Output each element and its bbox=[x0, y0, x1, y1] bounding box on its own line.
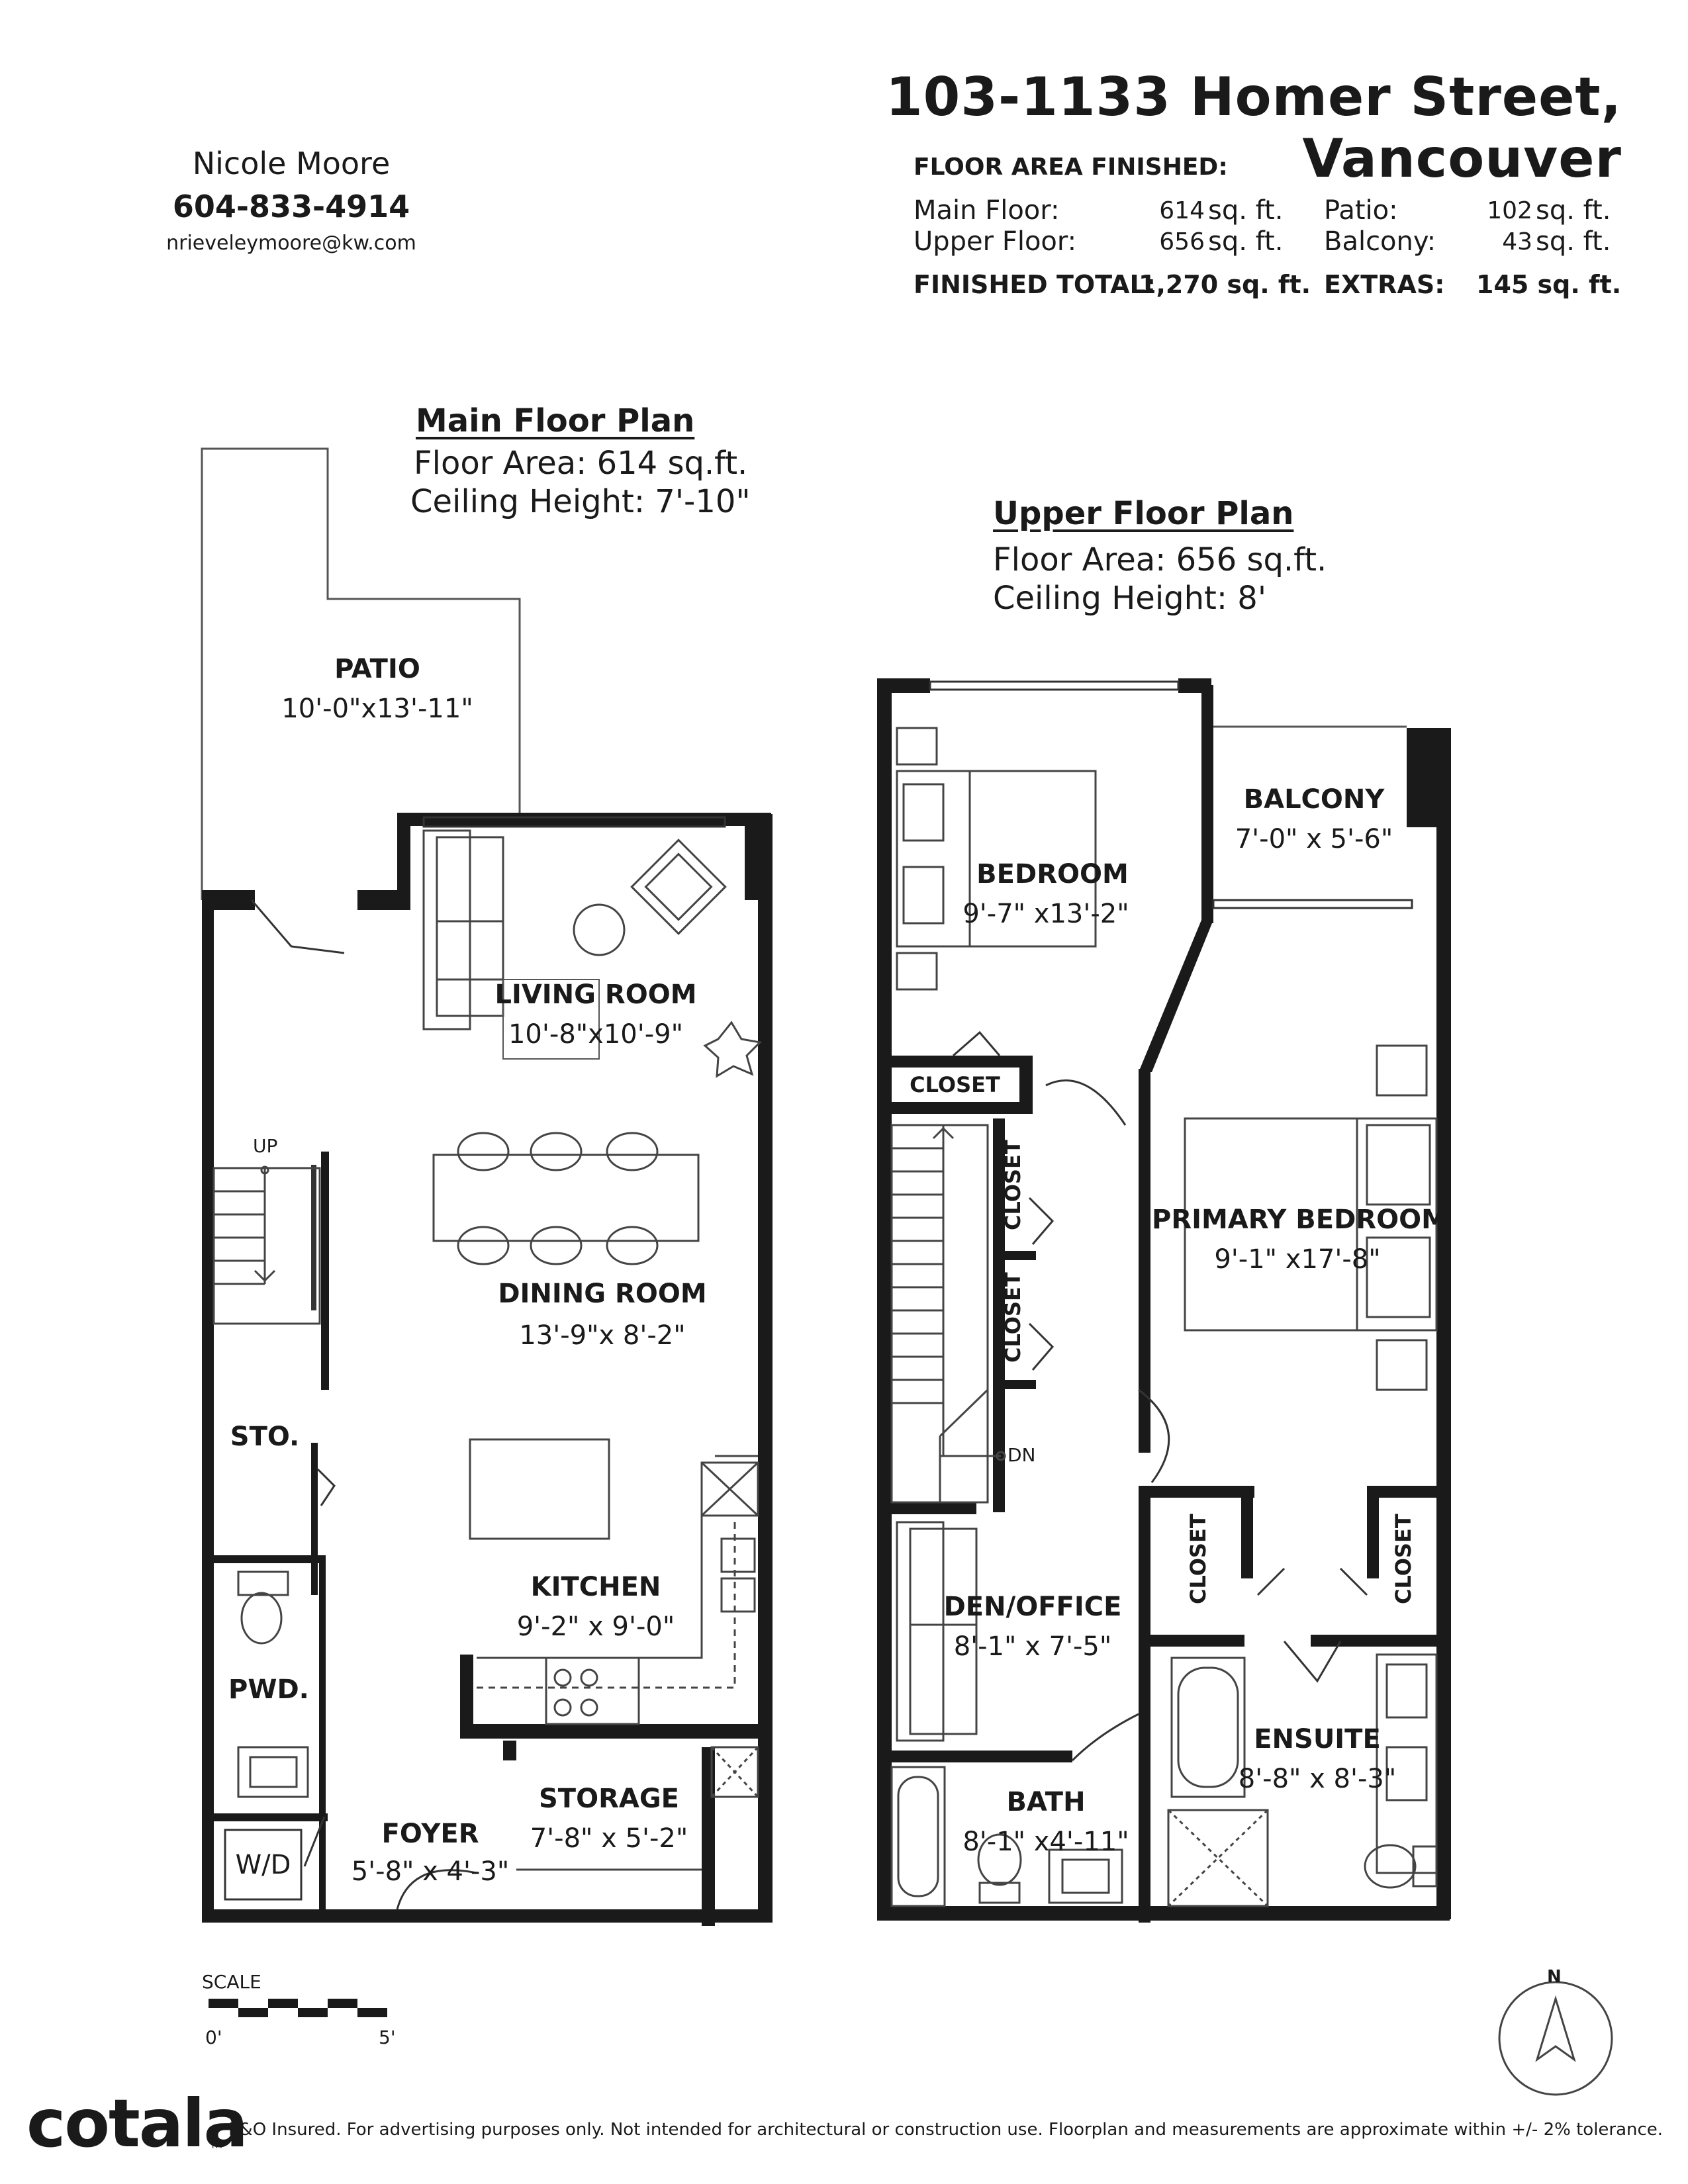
balcony-area-unit: sq. ft. bbox=[1536, 226, 1611, 257]
compass-north-label: N bbox=[1547, 1967, 1562, 1987]
upper-plan-area: Floor Area: 656 sq.ft. bbox=[993, 541, 1327, 578]
kitchen-dimensions: 9'-2" x 9'-0" bbox=[516, 1612, 675, 1642]
upper-stairs bbox=[890, 1124, 1006, 1504]
closet-label-hall-1: CLOSET bbox=[1000, 1140, 1025, 1230]
den-sofa-icon bbox=[896, 1521, 978, 1742]
dining-table-icon bbox=[432, 1132, 700, 1265]
plant-icon bbox=[703, 1021, 763, 1078]
main-floor-walls bbox=[202, 813, 773, 1926]
kitchen-label: KITCHEN bbox=[530, 1572, 661, 1602]
ensuite-dimensions: 8'-8" x 8'-3" bbox=[1238, 1764, 1397, 1794]
scale-label: SCALE bbox=[202, 1971, 261, 1993]
storage-label: STORAGE bbox=[538, 1784, 679, 1814]
agent-name: Nicole Moore bbox=[192, 146, 391, 181]
storage-dimensions: 7'-8" x 5'-2" bbox=[530, 1823, 688, 1854]
storage-small-label: STO. bbox=[230, 1422, 300, 1452]
foyer-dimensions: 5'-8" x 4'-3" bbox=[351, 1856, 510, 1887]
balcony-dimensions: 7'-0" x 5'-6" bbox=[1235, 824, 1393, 854]
dining-room-dimensions: 13'-9"x 8'-2" bbox=[519, 1320, 686, 1351]
floor-area-heading: FLOOR AREA FINISHED: bbox=[914, 154, 1228, 181]
logo-trademark: TM bbox=[211, 2141, 222, 2150]
living-room-label: LIVING ROOM bbox=[494, 979, 697, 1010]
bath-label: BATH bbox=[1006, 1787, 1086, 1817]
upper-floor-value: 656 bbox=[1159, 228, 1205, 255]
scale-start-label: 0' bbox=[205, 2026, 222, 2048]
coffee-table-icon bbox=[573, 903, 626, 956]
patio-area-unit: sq. ft. bbox=[1536, 195, 1611, 226]
main-doors bbox=[250, 899, 477, 1910]
primary-bedroom-dimensions: 9'-1" x17'-8" bbox=[1214, 1244, 1381, 1275]
compass-icon bbox=[1498, 1981, 1613, 2096]
closet-label-ensuite-right: CLOSET bbox=[1391, 1514, 1416, 1604]
agent-email: nrieveleymoore@kw.com bbox=[166, 232, 416, 255]
bath-dimensions: 8'-1" x4'-11" bbox=[962, 1827, 1129, 1857]
pwd-sink-icon bbox=[237, 1746, 309, 1798]
bath-fixtures bbox=[977, 1833, 1123, 1904]
primary-bed-icon bbox=[1184, 1044, 1438, 1391]
extras-label: EXTRAS: bbox=[1324, 270, 1445, 299]
powder-room-label: PWD. bbox=[228, 1674, 309, 1705]
closet-label-bedroom: CLOSET bbox=[910, 1072, 1000, 1097]
main-stairs bbox=[212, 1165, 321, 1325]
scale-end-label: 5' bbox=[379, 2026, 396, 2048]
patio-outline bbox=[201, 447, 521, 900]
washer-dryer-label: W/D bbox=[235, 1850, 291, 1880]
disclaimer-text: E&O Insured. For advertising purposes on… bbox=[228, 2120, 1664, 2140]
main-plan-area: Floor Area: 614 sq.ft. bbox=[414, 445, 748, 482]
ensuite-label: ENSUITE bbox=[1254, 1724, 1381, 1754]
den-office-dimensions: 8'-1" x 7'-5" bbox=[953, 1631, 1112, 1662]
patio-label: PATIO bbox=[334, 654, 420, 684]
closet-label-hall-2: CLOSET bbox=[1000, 1272, 1025, 1363]
balcony-label: BALCONY bbox=[1243, 784, 1385, 815]
stairs-down-label: DN bbox=[1008, 1444, 1036, 1466]
main-floor-unit: sq. ft. bbox=[1208, 195, 1284, 226]
extras-value: 145 sq. ft. bbox=[1476, 270, 1622, 299]
ensuite-fixtures bbox=[1167, 1653, 1438, 1907]
balcony-area-value: 43 bbox=[1502, 228, 1532, 255]
bedroom-label: BEDROOM bbox=[976, 859, 1129, 889]
foyer-label: FOYER bbox=[381, 1819, 479, 1849]
patio-area-value: 102 bbox=[1487, 197, 1532, 224]
upper-doors bbox=[953, 1030, 1368, 1762]
dining-room-label: DINING ROOM bbox=[498, 1279, 707, 1309]
washer-dryer-box bbox=[224, 1829, 303, 1901]
armchair-icon bbox=[630, 839, 727, 935]
patio-dimensions: 10'-0"x13'-11" bbox=[281, 694, 473, 724]
primary-bedroom-label: PRIMARY BEDROOM bbox=[1152, 1205, 1448, 1235]
cotala-logo: cotala bbox=[26, 2085, 248, 2162]
property-address-title: 103-1133 Homer Street, Vancouver bbox=[886, 66, 1622, 189]
balcony-area-label: Balcony: bbox=[1324, 226, 1436, 257]
upper-floor-walls bbox=[877, 678, 1451, 1923]
stairs-up-label: UP bbox=[253, 1135, 278, 1157]
patio-area-label: Patio: bbox=[1324, 195, 1398, 226]
bedroom-dimensions: 9'-7" x13'-2" bbox=[962, 899, 1129, 929]
kitchen-counter bbox=[477, 1455, 759, 1725]
sofa-icon bbox=[422, 829, 504, 1030]
closet-label-ensuite-left: CLOSET bbox=[1186, 1514, 1211, 1604]
upper-floor-label: Upper Floor: bbox=[914, 226, 1077, 257]
main-plan-title: Main Floor Plan bbox=[416, 402, 695, 439]
finished-total-value: 1,270 sq. ft. bbox=[1139, 270, 1311, 299]
bathtub-icon bbox=[890, 1657, 1246, 1907]
living-room-dimensions: 10'-8"x10'-9" bbox=[508, 1019, 684, 1050]
main-floor-label: Main Floor: bbox=[914, 195, 1060, 226]
kitchen-island-icon bbox=[469, 1438, 610, 1540]
finished-total-label: FINISHED TOTAL: bbox=[914, 270, 1156, 299]
agent-phone: 604-833-4914 bbox=[172, 189, 410, 224]
main-floor-value: 614 bbox=[1159, 197, 1205, 224]
upper-floor-unit: sq. ft. bbox=[1208, 226, 1284, 257]
toilet-icon bbox=[237, 1570, 289, 1645]
main-plan-ceiling: Ceiling Height: 7'-10" bbox=[410, 483, 751, 520]
scale-bar bbox=[209, 1999, 387, 2017]
upper-plan-title: Upper Floor Plan bbox=[993, 495, 1294, 532]
bed-icon bbox=[896, 727, 1097, 991]
upper-plan-ceiling: Ceiling Height: 8' bbox=[993, 580, 1267, 617]
den-office-label: DEN/OFFICE bbox=[943, 1592, 1122, 1622]
